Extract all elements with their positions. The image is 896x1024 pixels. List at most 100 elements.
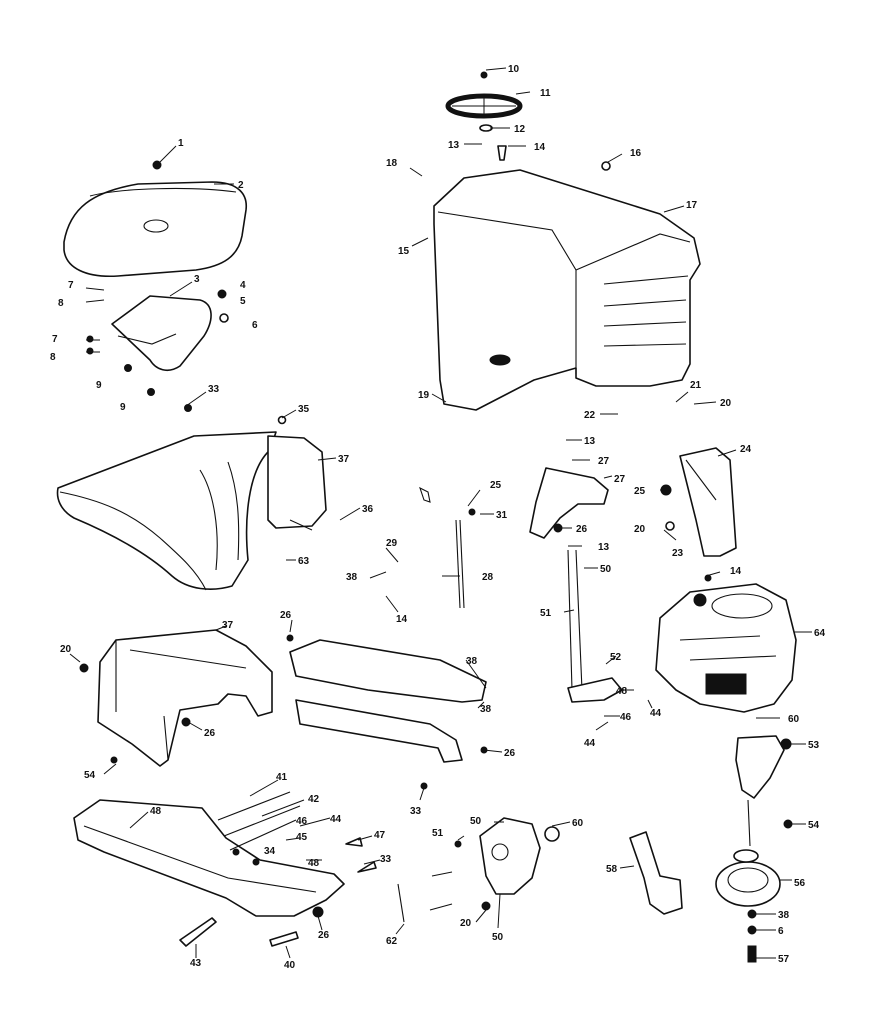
callout-26: 26 (204, 728, 216, 739)
callout-53: 53 (808, 740, 820, 751)
callout-25: 25 (490, 480, 502, 491)
callout-17: 17 (686, 200, 698, 211)
rear-fender (56, 431, 277, 590)
callout-37: 37 (222, 620, 234, 631)
callout-20: 20 (634, 524, 646, 535)
callout-26: 26 (504, 748, 516, 759)
callout-50: 50 (600, 564, 612, 575)
callout-15: 15 (398, 246, 410, 257)
callout-47: 47 (374, 830, 386, 841)
callout-60: 60 (572, 818, 584, 829)
callout-33: 33 (380, 854, 392, 865)
callout-26: 26 (280, 610, 292, 621)
callout-54: 54 (808, 820, 820, 831)
callout-14: 14 (396, 614, 408, 625)
callout-7: 7 (52, 334, 58, 345)
callout-13: 13 (448, 140, 460, 151)
callout-50: 50 (492, 932, 504, 943)
hood-assembly (433, 71, 701, 411)
callout-41: 41 (276, 772, 288, 783)
callout-8: 8 (50, 352, 56, 363)
callout-20: 20 (60, 644, 72, 655)
callout-48: 48 (150, 806, 162, 817)
callout-38: 38 (480, 704, 492, 715)
callout-20: 20 (720, 398, 732, 409)
callout-44: 44 (650, 708, 662, 719)
front-bracket (529, 467, 609, 539)
lower-frame (73, 791, 377, 947)
callout-5: 5 (240, 296, 246, 307)
callout-51: 51 (432, 828, 444, 839)
callout-35: 35 (298, 404, 310, 415)
callout-54: 54 (84, 770, 96, 781)
callout-48: 48 (616, 686, 628, 697)
fender-assembly (56, 404, 327, 591)
callout-43: 43 (190, 958, 202, 969)
callout-21: 21 (690, 380, 702, 391)
callout-14: 14 (534, 142, 546, 153)
callout-23: 23 (672, 548, 684, 559)
callout-38: 38 (466, 656, 478, 667)
callout-28: 28 (482, 572, 494, 583)
callout-46: 46 (296, 816, 308, 827)
seat-bracket (111, 295, 212, 372)
callout-56: 56 (794, 878, 806, 889)
callout-24: 24 (740, 444, 752, 455)
callout-4: 4 (240, 280, 246, 291)
callout-14: 14 (730, 566, 742, 577)
callout-18: 18 (386, 158, 398, 169)
hood (433, 169, 701, 411)
callout-11: 11 (540, 88, 551, 99)
steering-support (679, 447, 737, 557)
callout-44: 44 (330, 814, 342, 825)
callout-6: 6 (252, 320, 258, 331)
callout-40: 40 (284, 960, 296, 971)
seat-cushion (63, 181, 247, 278)
callout-labels: 1 2 3 4 5 6 7 8 7 8 9 9 33 35 37 36 63 1… (50, 64, 826, 971)
callout-48: 48 (308, 858, 320, 869)
callout-36: 36 (362, 504, 374, 515)
callout-64: 64 (814, 628, 826, 639)
spindle (629, 831, 683, 915)
callout-33: 33 (208, 384, 220, 395)
callout-44: 44 (584, 738, 596, 749)
callout-12: 12 (514, 124, 526, 135)
callout-45: 45 (296, 832, 308, 843)
callout-52: 52 (610, 652, 622, 663)
engine-block (655, 583, 797, 713)
callout-42: 42 (308, 794, 320, 805)
battery-housing (97, 629, 273, 767)
callout-25: 25 (634, 486, 646, 497)
callout-34: 34 (264, 846, 276, 857)
callout-16: 16 (630, 148, 642, 159)
drive-pulley (715, 861, 781, 907)
callout-10: 10 (508, 64, 520, 75)
clutch-pulley (735, 735, 785, 799)
engine (629, 574, 797, 963)
callout-1: 1 (178, 138, 184, 149)
callout-46: 46 (620, 712, 632, 723)
callout-31: 31 (496, 510, 508, 521)
pedal-assembly (397, 782, 560, 923)
callout-22: 22 (584, 410, 596, 421)
callout-3: 3 (194, 274, 200, 285)
callout-58: 58 (606, 864, 618, 875)
callout-13: 13 (598, 542, 610, 553)
callout-60: 60 (788, 714, 800, 725)
callout-51: 51 (540, 608, 552, 619)
dash-panel (267, 435, 327, 529)
callout-26: 26 (318, 930, 330, 941)
pedal-bracket (479, 817, 541, 895)
callout-20: 20 (460, 918, 472, 929)
callout-27: 27 (614, 474, 626, 485)
callout-7: 7 (68, 280, 74, 291)
callout-26: 26 (576, 524, 588, 535)
footrest-rail (73, 799, 345, 917)
callout-37: 37 (338, 454, 350, 465)
callout-8: 8 (58, 298, 64, 309)
callout-38: 38 (778, 910, 790, 921)
callout-9: 9 (120, 402, 126, 413)
mounting-plate (286, 634, 488, 763)
